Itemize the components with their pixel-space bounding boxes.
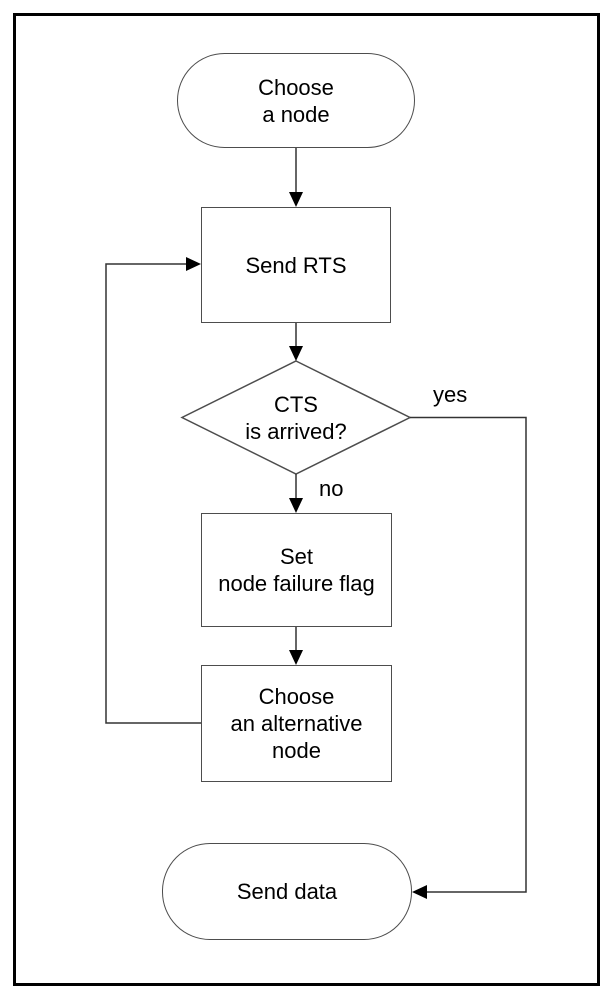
decision-cts-arrived: CTS is arrived?: [182, 361, 410, 474]
process-choose-alternative-node-label: Choose an alternative node: [230, 684, 363, 763]
arrowhead-into-choosealt: [289, 650, 303, 665]
process-send-rts: Send RTS: [201, 207, 391, 323]
outer-frame: [13, 13, 600, 986]
arrowhead-into-decision: [289, 346, 303, 361]
edge-label-no: no: [317, 476, 346, 501]
terminator-choose-node: Choose a node: [177, 53, 415, 148]
process-set-node-failure-flag-label: Set node failure flag: [218, 544, 375, 596]
connector-yes-to-senddata: [410, 416, 527, 893]
terminator-choose-node-label: Choose a node: [258, 74, 334, 127]
terminator-send-data-label: Send data: [236, 879, 338, 904]
arrowhead-into-sendrts: [289, 192, 303, 207]
arrowhead-into-setflag: [289, 498, 303, 513]
arrowhead-loop-into-sendrts: [186, 257, 201, 271]
terminator-send-data: Send data: [162, 843, 412, 940]
connector-loop-back-to-sendrts: [105, 263, 201, 724]
process-send-rts-label: Send RTS: [245, 252, 347, 278]
arrowhead-into-senddata: [412, 885, 427, 899]
process-choose-alternative-node: Choose an alternative node: [201, 665, 392, 782]
decision-cts-arrived-label: CTS is arrived?: [245, 391, 347, 444]
process-set-node-failure-flag: Set node failure flag: [201, 513, 392, 627]
edge-label-yes: yes: [431, 382, 470, 407]
